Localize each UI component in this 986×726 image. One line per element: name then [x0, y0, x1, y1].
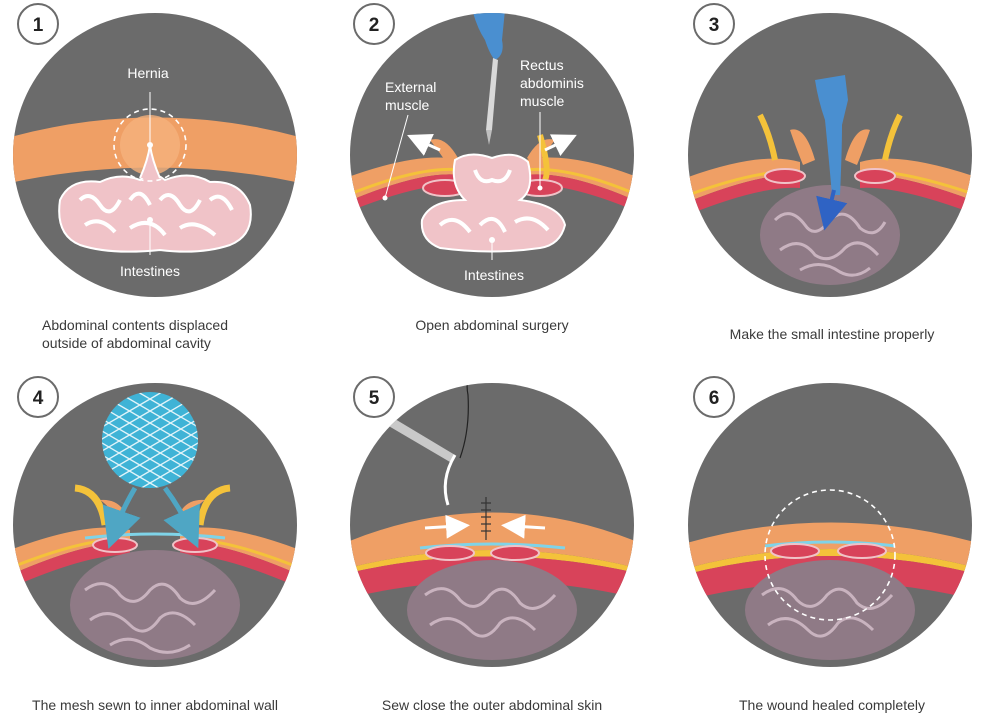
step-number-6: 6 — [709, 388, 720, 409]
intestines-4 — [70, 550, 240, 660]
mesh-patch — [102, 392, 198, 488]
label-intestines-2: Intestines — [464, 267, 524, 283]
retract-arrow-left — [407, 134, 441, 156]
gloved-hand-3 — [815, 75, 848, 195]
panel-4: 4 — [13, 376, 297, 667]
step-number-5: 5 — [369, 388, 380, 409]
step-badge-5 — [353, 376, 395, 418]
caption-step-5: Sew close the outer abdominal skin — [381, 697, 603, 713]
mesh-arrow-left — [102, 486, 141, 549]
step-number-4: 4 — [33, 388, 44, 409]
caption-step-4: The mesh sewn to inner abdominal wall — [32, 697, 278, 713]
caption-step-3: Make the small intestine properly — [729, 326, 935, 342]
suture-needle — [443, 454, 457, 506]
panel-1: Hernia Intestines 1 — [13, 3, 297, 297]
step-number-2: 2 — [369, 15, 380, 36]
step-badge-1 — [17, 3, 59, 45]
label-external-1: External — [385, 79, 436, 95]
panel-3: 3 — [688, 3, 972, 297]
panel-2: External muscle Rectus abdominis muscle … — [350, 3, 634, 297]
step-badge-4 — [17, 376, 59, 418]
label-rectus-3: muscle — [520, 93, 565, 109]
panel-5: 5 — [350, 376, 634, 667]
close-arrow-right — [501, 514, 546, 539]
intestines-5 — [407, 560, 577, 660]
healed-area-outline — [764, 489, 896, 621]
step-badge-3 — [693, 3, 735, 45]
step-badge-6 — [693, 376, 735, 418]
caption-step-2: Open abdominal surgery — [415, 317, 569, 333]
label-rectus-2: abdominis — [520, 75, 584, 91]
caption-step-6: The wound healed completely — [738, 697, 925, 713]
retract-arrow-right — [544, 134, 577, 156]
mesh-arrow-right — [162, 486, 200, 549]
caption-step-1-line-2: outside of abdominal cavity — [42, 335, 211, 351]
caption-step-1-line-1: Abdominal contents displaced — [42, 317, 229, 333]
label-hernia: Hernia — [127, 65, 168, 81]
suture-thread — [459, 383, 473, 459]
close-arrow-left — [424, 514, 470, 539]
panel-6: 6 — [688, 376, 972, 667]
intestines-1 — [58, 144, 252, 253]
gloved-hand-scalpel — [470, 13, 505, 145]
hernia-outline — [113, 108, 187, 182]
label-external-2: muscle — [385, 97, 430, 113]
push-arrow — [816, 189, 848, 231]
mesh-placed — [84, 532, 226, 540]
intestines-6 — [745, 560, 915, 660]
step-badge-2 — [353, 3, 395, 45]
label-rectus-1: Rectus — [520, 57, 564, 73]
step-number-1: 1 — [33, 15, 44, 36]
label-intestines: Intestines — [120, 263, 180, 279]
caption-step-1: Abdominal contents displaced outside of … — [42, 316, 342, 352]
intestines-2 — [420, 153, 567, 253]
needle-holder — [375, 383, 473, 506]
step-number-3: 3 — [709, 15, 720, 36]
stitches — [481, 497, 491, 540]
